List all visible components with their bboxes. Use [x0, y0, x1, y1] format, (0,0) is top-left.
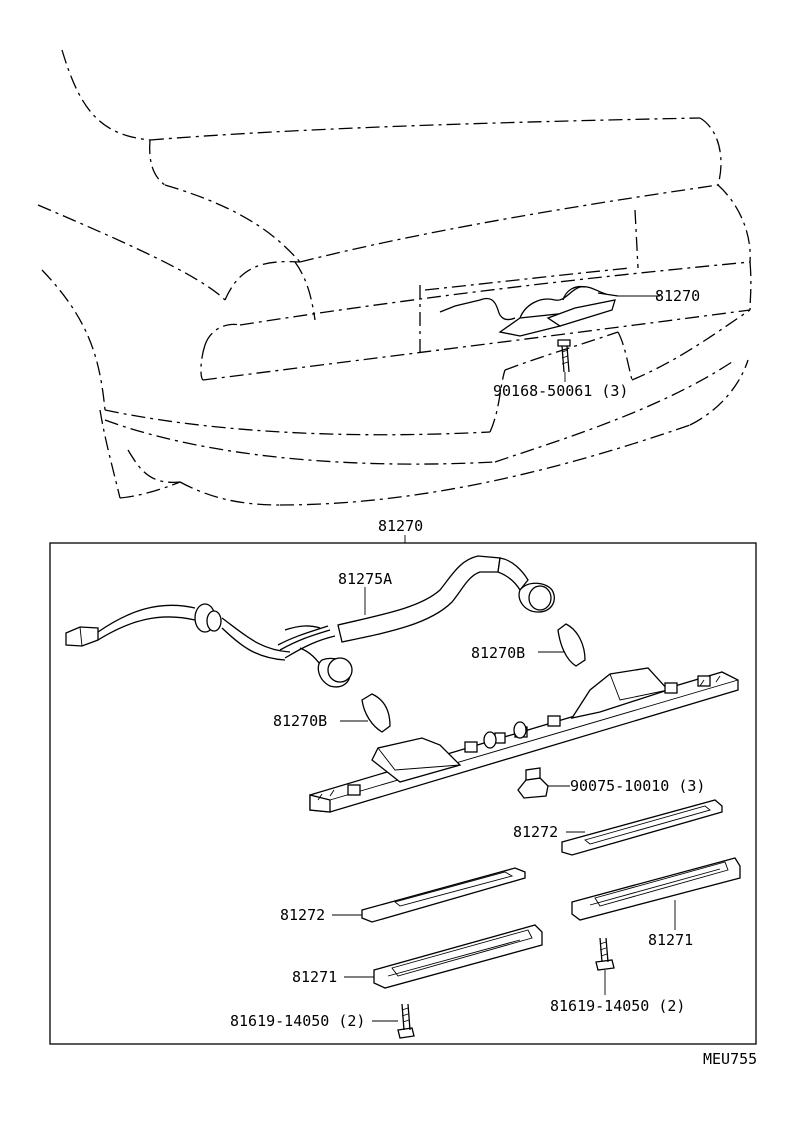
callout-screw-right: 81619-14050 (2)	[550, 997, 685, 1015]
callout-top-assembly: 81270	[655, 287, 700, 305]
callout-screw-left: 81619-14050 (2)	[230, 1012, 365, 1030]
callout-lens-right: 81272	[513, 823, 558, 841]
bulb-upper: 81270B	[471, 623, 586, 667]
callout-bulb-lower: 81270B	[273, 712, 327, 730]
callout-housing-right: 81271	[648, 931, 693, 949]
car-rear-outline	[37, 49, 752, 506]
callout-box-title: 81270	[378, 517, 423, 535]
lens-left: 81272	[280, 867, 526, 924]
screw-right: 81619-14050 (2)	[550, 937, 685, 1015]
installed-screw: 90168-50061 (3)	[493, 339, 628, 400]
housing-left: 81271	[292, 924, 543, 989]
installed-license-lamp: 81270	[439, 285, 700, 337]
callout-top-screw: 90168-50061 (3)	[493, 382, 628, 400]
callout-harness: 81275A	[338, 570, 392, 588]
housing-right: 81271	[571, 857, 741, 949]
wire-harness: 81275A	[65, 555, 555, 688]
nut: 90075-10010 (3)	[517, 767, 705, 799]
lamp-body	[309, 667, 739, 813]
callout-housing-left: 81271	[292, 968, 337, 986]
callout-bulb-upper: 81270B	[471, 644, 525, 662]
figure-code: MEU755	[703, 1050, 757, 1068]
exploded-view-frame: 81270	[49, 517, 757, 1045]
callout-nut: 90075-10010 (3)	[570, 777, 705, 795]
bulb-lower: 81270B	[273, 693, 391, 733]
lens-right: 81272	[513, 799, 723, 856]
screw-left: 81619-14050 (2)	[230, 1003, 415, 1039]
callout-lens-left: 81272	[280, 906, 325, 924]
